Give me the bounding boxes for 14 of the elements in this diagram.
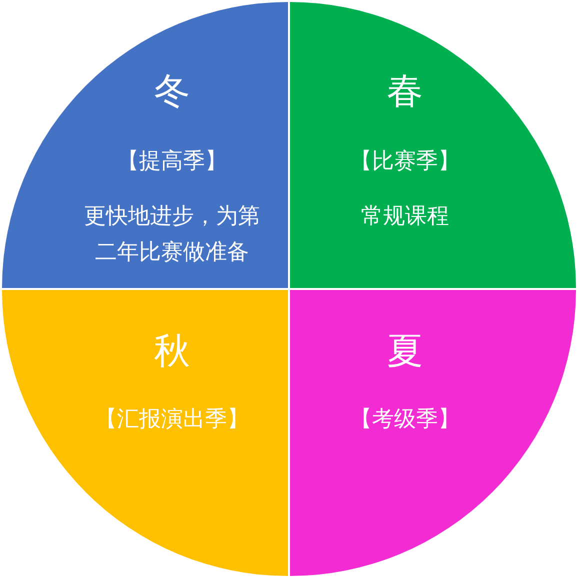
season-name: 【比赛季】 bbox=[350, 148, 460, 176]
season-name: 【汇报演出季】 bbox=[95, 406, 249, 434]
season-name: 【考级季】 bbox=[350, 406, 460, 434]
season-heading: 夏 bbox=[387, 331, 423, 373]
season-description: 常规课程 bbox=[361, 203, 449, 231]
season-heading: 冬 bbox=[154, 71, 190, 113]
season-quadrant bbox=[2, 290, 288, 576]
season-heading: 秋 bbox=[154, 331, 190, 373]
season-quadrant bbox=[2, 2, 288, 288]
season-quadrant bbox=[290, 2, 576, 288]
season-name: 【提高季】 bbox=[117, 148, 227, 176]
season-description: 更快地进步，为第二年比赛做准备 bbox=[83, 203, 261, 267]
season-quadrant bbox=[290, 290, 576, 576]
season-heading: 春 bbox=[387, 71, 423, 113]
